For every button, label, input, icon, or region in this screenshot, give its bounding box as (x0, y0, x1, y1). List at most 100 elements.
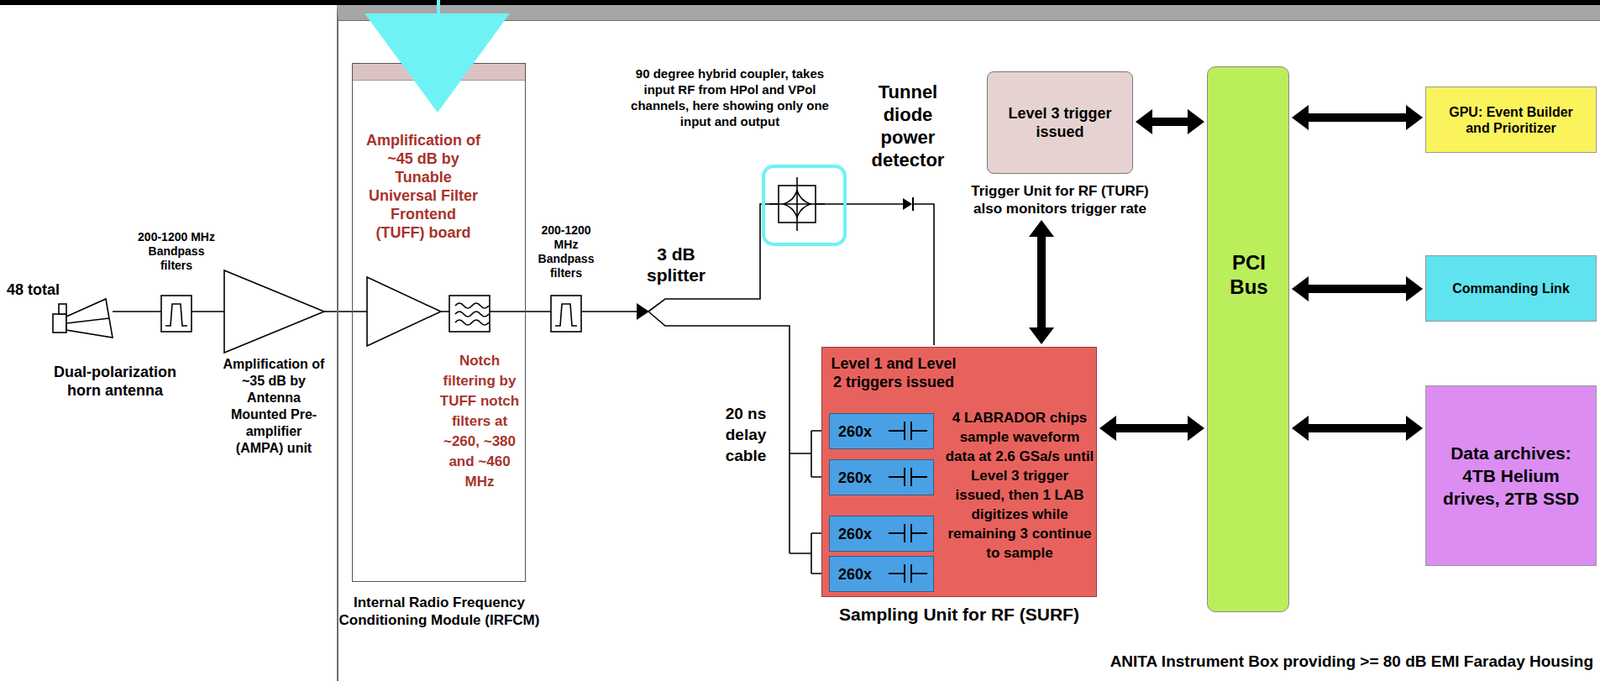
node-text: Data archives: 4TB Helium drives, 2TB SS… (1432, 441, 1590, 510)
box-outline: PCI Bus (1206, 66, 1290, 613)
instrument-box: ANITA Instrument Box providing >= 80 dB … (336, 5, 1600, 681)
sampling-chip: 260x (828, 515, 934, 552)
filter-curve (165, 304, 188, 326)
arrow-head (1405, 415, 1423, 441)
arrow-shaft (1115, 424, 1189, 433)
arrow-head (1291, 415, 1309, 441)
antenna-horn (66, 299, 113, 338)
antenna-feed (52, 314, 67, 333)
node-text: Level 3 trigger issued (996, 104, 1123, 142)
module-top-bar (352, 63, 525, 81)
arrow-head (1135, 109, 1153, 135)
node-text: Level 1 and Level 2 triggers issued (827, 354, 960, 392)
capacitor-plates (888, 524, 928, 543)
antenna-line (66, 318, 110, 324)
bus-arrow (1028, 220, 1055, 345)
box-outline: Amplification of ~45 dB by Tunable Unive… (351, 62, 526, 583)
arrow-shaft (1307, 424, 1407, 433)
notch-waves (455, 303, 489, 326)
bus-arrow (1291, 104, 1423, 131)
box-outline: 260x (828, 515, 934, 552)
filter-curve (555, 304, 578, 326)
capacitor-plates (888, 564, 928, 583)
arrow-head (1187, 415, 1205, 441)
node-text: Notch filtering by TUFF notch filters at… (436, 351, 523, 493)
arrow-head (1028, 220, 1055, 237)
node-heading: Internal Radio Frequency Conditioning Mo… (334, 593, 545, 630)
arrow-shaft (1151, 117, 1189, 126)
hybrid-coupler (769, 177, 825, 231)
bus-arrow (1291, 276, 1423, 302)
capacitor-plates (888, 421, 928, 441)
node-text: Commanding Link (1435, 280, 1587, 297)
amplifier-symbol (367, 277, 441, 347)
bus-arrow (1099, 415, 1205, 441)
box-outline: Commanding Link (1425, 255, 1597, 322)
arrow-head (1405, 104, 1423, 131)
box-outline: Level 3 trigger issued (986, 71, 1134, 174)
gpu-box: GPU: Event Builder and Prioritizer (1425, 86, 1597, 153)
pci-bus: PCI Bus (1206, 66, 1290, 613)
node-text: 260x (838, 422, 887, 441)
annotation-label: 200-1200 MHz Bandpass filters (531, 223, 601, 281)
arrow-head (1028, 327, 1055, 345)
box-outline: GPU: Event Builder and Prioritizer (1425, 86, 1597, 153)
filter-box (550, 295, 582, 332)
tunnel-diode (902, 197, 913, 211)
node-text: GPU: Event Builder and Prioritizer (1435, 104, 1587, 137)
annotation-label: Tunnel diode power detector (860, 80, 955, 172)
coupler-ports (769, 177, 825, 231)
archive-box: Data archives: 4TB Helium drives, 2TB SS… (1425, 385, 1597, 567)
sampling-chip: 260x (828, 459, 934, 496)
antenna-connector (58, 304, 67, 315)
annotation-label: 48 total (6, 280, 91, 300)
node-text: 4 LABRADOR chips sample waveform data at… (944, 408, 1095, 563)
diode-bar (912, 197, 914, 211)
annotation-label: 200-1200 MHz Bandpass filters (131, 230, 222, 273)
arrow-head (1099, 415, 1117, 441)
highlight-box (763, 166, 845, 245)
node-text: 260x (838, 524, 887, 544)
box-outline: Data archives: 4TB Helium drives, 2TB SS… (1425, 385, 1597, 567)
diode-body (902, 198, 913, 210)
box-outline: 260x (828, 459, 934, 496)
sampling-chip: 260x (828, 556, 934, 593)
horn-antenna (52, 299, 113, 338)
node-text: Amplification of ~45 dB by Tunable Unive… (364, 131, 483, 242)
arrow-head (1187, 109, 1205, 135)
box-outline: 260x (828, 413, 934, 450)
arrow-head (1291, 104, 1309, 131)
filter-box (161, 295, 192, 332)
bandpass-filter (161, 295, 192, 332)
trigger-box: Level 3 trigger issuedTrigger Unit for R… (986, 71, 1134, 218)
node-heading: Sampling Unit for RF (SURF) (821, 603, 1097, 625)
sampling-chip: 260x (828, 413, 934, 450)
bus-arrow (1291, 415, 1423, 441)
arrow-head (1405, 276, 1423, 302)
arrow-head (1291, 276, 1309, 302)
annotation-label: Dual-polarization horn antenna (35, 362, 195, 400)
bandpass-filter (550, 295, 582, 332)
arrow-shaft (1037, 236, 1046, 329)
annotation-label: 90 degree hybrid coupler, takes input RF… (627, 65, 834, 130)
node-text: 260x (838, 468, 887, 488)
node-text: ANITA Instrument Box providing >= 80 dB … (988, 651, 1594, 672)
arrow-shaft (1307, 113, 1407, 122)
filter-box (449, 295, 490, 332)
annotation-label: 20 ns delay cable (710, 403, 782, 467)
node-text: PCI Bus (1219, 250, 1279, 300)
bus-arrow (1135, 109, 1205, 135)
box-outline: 260x (828, 556, 934, 593)
arrow-shaft (1307, 284, 1407, 294)
capacitor-plates (888, 467, 928, 487)
surf-unit: Level 1 and Level 2 triggers issued 4 LAB… (821, 346, 1097, 625)
notch-filter (449, 295, 490, 332)
irfcm-module: Amplification of ~45 dB by Tunable Unive… (351, 62, 526, 630)
splitter-symbol (636, 303, 650, 320)
amplifier-symbol (224, 270, 325, 353)
coupler-core (783, 190, 811, 218)
node-text: 260x (838, 565, 887, 584)
annotation-label: Amplification of ~35 dB by Antenna Mount… (221, 356, 327, 457)
command-box: Commanding Link (1425, 255, 1597, 322)
